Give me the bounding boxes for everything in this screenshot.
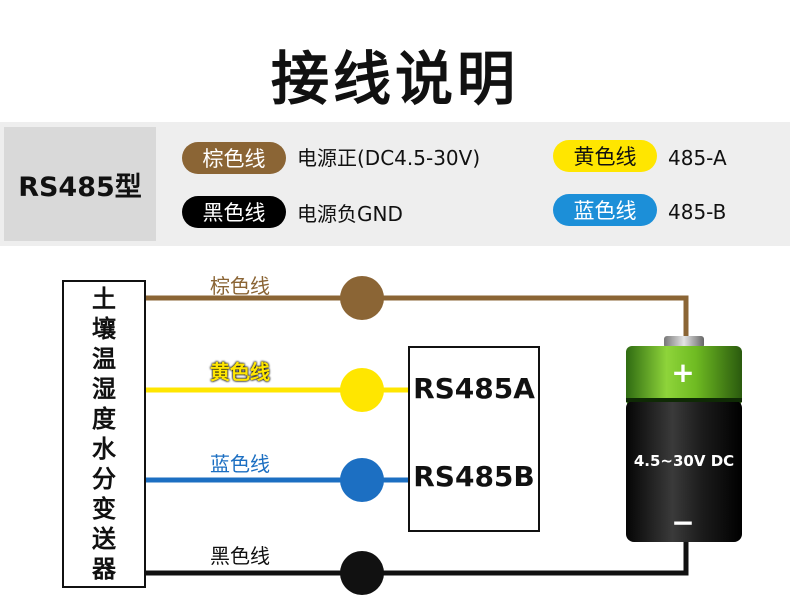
sensor-char: 壤 [92,315,116,343]
sensor-char: 分 [92,465,116,493]
sensor-char: 水 [92,435,116,463]
legend-chip-black: 黑色线 [182,196,286,228]
page-title: 接线说明 [270,45,519,113]
brown-wire [146,276,689,338]
legend-chip-brown: 棕色线 [182,142,286,174]
rs485a-label: RS485A [413,372,535,405]
blue-wire-node [340,458,384,502]
brown-wire-node [340,276,384,320]
rs485b-label: RS485B [413,460,535,493]
legend-desc-black: 电源负GND [297,202,403,226]
rs485-box: RS485A RS485B [408,346,540,532]
brown-wire-label: 棕色线 [210,274,270,298]
sensor-char: 湿 [92,375,116,403]
legend-desc-blue: 485-B [668,200,727,224]
black-wire [146,540,689,595]
battery-plus: + [671,356,695,389]
sensor-box: 土 壤 温 湿 度 水 分 变 送 器 [62,280,146,588]
battery-minus: − [671,506,695,539]
blue-wire-label: 蓝色线 [210,452,270,476]
sensor-char: 温 [92,345,116,373]
legend-desc-yellow: 485-A [668,146,727,170]
legend-chip-yellow: 黄色线 [553,140,657,172]
battery-icon [626,336,742,542]
yellow-wire-node [340,368,384,412]
sensor-char: 度 [92,405,116,433]
legend-chip-blue: 蓝色线 [553,194,657,226]
legend-desc-brown: 电源正(DC4.5-30V) [297,146,481,170]
black-wire-label: 黑色线 [210,544,270,568]
blue-wire [146,458,408,502]
sensor-char: 送 [92,525,116,553]
model-label: RS485型 [4,127,156,241]
battery-label: 4.5~30V DC [633,452,735,470]
sensor-char: 变 [92,495,116,523]
sensor-char: 土 [92,285,116,313]
yellow-wire-label: 黄色线 [210,360,270,384]
yellow-wire [146,368,408,412]
sensor-char: 器 [92,555,116,583]
black-wire-node [340,551,384,595]
